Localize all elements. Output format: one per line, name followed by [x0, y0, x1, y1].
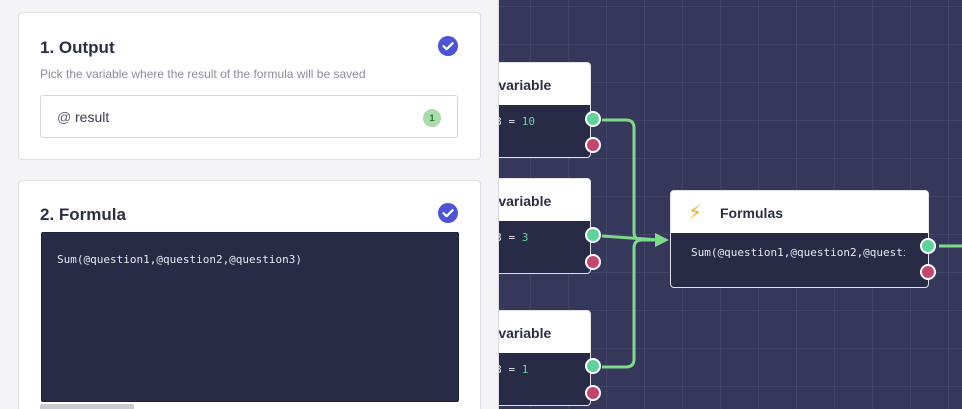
- formulas-node[interactable]: ⚡ Formulas Sum(@question1,@question2,@qu…: [670, 190, 929, 288]
- formula-code: Sum(@question1,@question2,@question3): [57, 253, 303, 266]
- variable-usage-badge: 1: [423, 109, 441, 127]
- connector-1: [602, 118, 660, 242]
- success-port[interactable]: [585, 111, 601, 127]
- node-title: Formulas: [720, 205, 784, 221]
- formula-editor[interactable]: Sum(@question1,@question2,@question3): [41, 232, 459, 402]
- output-card-title: 1. Output: [40, 38, 115, 57]
- output-card: 1. Output Pick the variable where the re…: [18, 12, 481, 160]
- failure-port[interactable]: [585, 385, 601, 401]
- failure-port[interactable]: [585, 254, 601, 270]
- check-circle-icon: [438, 203, 458, 223]
- failure-port[interactable]: [585, 137, 601, 153]
- node-title: et variable: [499, 325, 552, 341]
- failure-port[interactable]: [920, 264, 936, 280]
- variable-value: result: [75, 109, 110, 125]
- set-variable-node[interactable]: et variable on3 = 3: [499, 178, 591, 274]
- node-code: Sum(@question1,@question2,@question3): [691, 246, 905, 259]
- at-sign-icon: @: [57, 109, 72, 125]
- formula-card-title: 2. Formula: [40, 205, 126, 224]
- node-code: on3 = 10: [499, 115, 535, 128]
- set-variable-node[interactable]: et variable on3 = 1: [499, 310, 591, 406]
- node-title: et variable: [499, 193, 552, 209]
- check-circle-icon: [438, 36, 458, 56]
- node-title: et variable: [499, 77, 552, 93]
- success-port[interactable]: [585, 358, 601, 374]
- formula-card: 2. Formula Sum(@question1,@question2,@qu…: [18, 180, 481, 409]
- variable-picker[interactable]: @ result 1: [40, 95, 458, 138]
- arrowhead-icon: [655, 233, 669, 247]
- connector-3: [602, 238, 660, 369]
- success-port[interactable]: [585, 227, 601, 243]
- node-code: on3 = 3: [499, 231, 529, 244]
- output-card-subtitle: Pick the variable where the result of th…: [40, 67, 366, 81]
- set-variable-node[interactable]: et variable on3 = 10: [499, 62, 591, 158]
- connectors: [601, 118, 962, 369]
- add-button[interactable]: [40, 404, 134, 409]
- settings-panel: 1. Output Pick the variable where the re…: [18, 0, 499, 409]
- flow-canvas[interactable]: et variable on3 = 10 et variable on3 = 3…: [499, 0, 962, 409]
- node-code: on3 = 1: [499, 363, 529, 376]
- lightning-bolt-icon: ⚡: [688, 202, 703, 224]
- success-port[interactable]: [920, 238, 936, 254]
